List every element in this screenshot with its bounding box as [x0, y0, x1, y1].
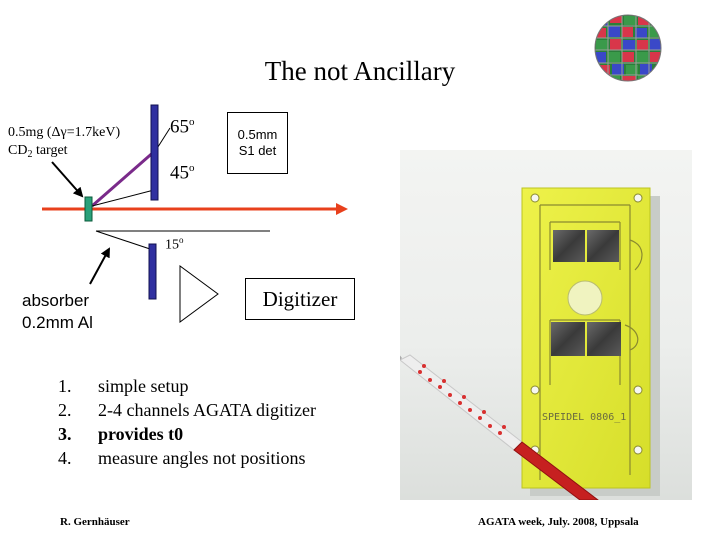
absorber-thickness: 0.2mm Al: [22, 313, 93, 332]
list-number: 4.: [58, 448, 72, 468]
board-photo-drawing: SPEIDEL 0806_1: [400, 187, 660, 500]
silicon-pad: [587, 322, 621, 356]
digitizer-label: Digitizer: [262, 286, 338, 311]
digitizer-box: Digitizer: [245, 278, 355, 320]
angle-65-label: 65o: [170, 116, 195, 138]
list-number: 2.: [58, 400, 72, 420]
list-text: simple setup: [98, 376, 189, 396]
target-foil: [84, 196, 93, 222]
upper-s1-detector: [150, 104, 159, 201]
target-mass-label: 0.5mg (Δγ=1.7keV): [8, 125, 121, 140]
list-text: 2-4 channels AGATA digitizer: [98, 400, 317, 420]
footer-event: AGATA week, July. 2008, Uppsala: [478, 516, 639, 528]
list-text: provides t0: [98, 424, 184, 444]
agata-sphere-logo-icon: [594, 14, 662, 82]
silicon-pad: [553, 230, 585, 262]
s1-detector-box: 0.5mm S1 det: [227, 112, 288, 174]
angle-45-guide: [91, 189, 155, 207]
pen-icon: [400, 354, 599, 500]
absorber-arrow: [89, 247, 110, 285]
lower-s1-detector: [148, 243, 157, 300]
list-item: 1. simple setup: [58, 374, 316, 398]
angle-45-label: 45o: [170, 162, 195, 184]
angle-15-label: 15o: [165, 235, 184, 253]
list-number: 3.: [58, 424, 72, 444]
scatter-line: [91, 148, 157, 208]
feature-list: 1. simple setup 2. 2-4 channels AGATA di…: [58, 374, 316, 470]
list-item: 2. 2-4 channels AGATA digitizer: [58, 398, 316, 422]
amplifier-triangle: [179, 265, 219, 323]
setup-diagram: [42, 104, 348, 323]
target-arrow: [51, 161, 84, 198]
list-number: 1.: [58, 376, 72, 396]
target-material-label: CD2 target: [8, 143, 68, 160]
absorber-label: absorber 0.2mm Al: [22, 290, 93, 334]
list-text: measure angles not positions: [98, 448, 306, 468]
list-item: 4. measure angles not positions: [58, 446, 316, 470]
absorber-name: absorber: [22, 291, 90, 310]
footer-author: R. Gernhäuser: [60, 516, 130, 528]
pcb-board: [521, 187, 651, 489]
detector-type-label: S1 det: [238, 143, 277, 158]
target-description: 0.5mg (Δγ=1.7keV) CD2 target: [8, 124, 120, 164]
beam-window: [567, 280, 603, 316]
detector-thickness-label: 0.5mm: [237, 127, 278, 142]
silicon-pad: [587, 230, 619, 262]
board-label: SPEIDEL 0806_1: [542, 412, 626, 423]
detector-board-photo: SPEIDEL 0806_1: [400, 150, 692, 500]
slide-title: The not Ancillary: [264, 56, 456, 86]
list-item: 3. provides t0: [58, 422, 316, 446]
silicon-pad: [551, 322, 585, 356]
angle-15-guide: [95, 230, 151, 250]
